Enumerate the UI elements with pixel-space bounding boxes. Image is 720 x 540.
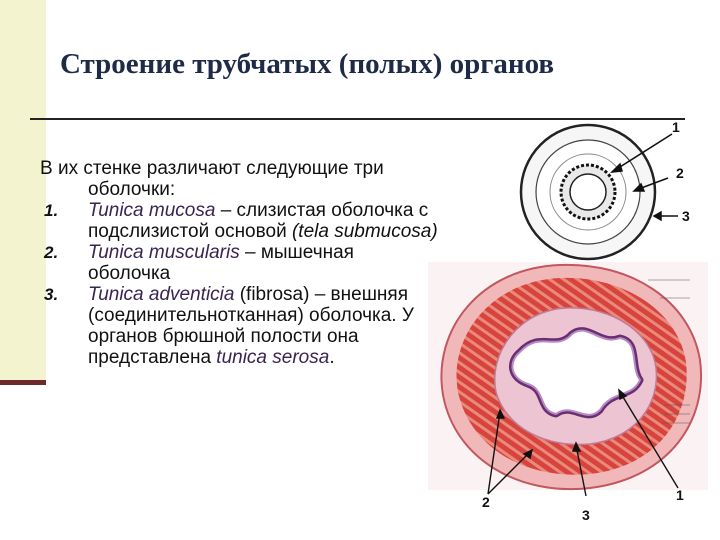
list-item: 1. Tunica mucosa – слизистая оболочка с … <box>40 200 440 242</box>
lumen <box>569 173 607 211</box>
schematic-label-1: 1 <box>672 119 680 135</box>
latin-term-2: tunica serosa <box>216 347 330 368</box>
item-number: 2. <box>44 243 59 262</box>
micrograph-label-1: 1 <box>676 487 684 503</box>
layers-list: 1. Tunica mucosa – слизистая оболочка с … <box>40 200 440 368</box>
item-text: (fibrosa) – внешняя (соединительнотканна… <box>88 284 414 368</box>
slide-title: Строение трубчатых (полых) органов <box>60 48 555 80</box>
histology-micrograph <box>428 262 708 491</box>
latin-term: Tunica adventicia <box>88 284 235 305</box>
body-text: В их стенке различают следующие три обол… <box>40 158 440 368</box>
latin-term: Tunica muscularis <box>88 242 240 263</box>
item-text: – мышечная оболочка <box>88 242 354 284</box>
schematic-label-3: 3 <box>682 208 690 224</box>
item-number: 1. <box>44 201 59 220</box>
micrograph-label-3: 3 <box>582 507 590 523</box>
latin-term: Tunica mucosa <box>88 200 216 221</box>
list-item: 2. Tunica muscularis – мышечная оболочка <box>40 242 440 284</box>
intro-text: В их стенке различают следующие три обол… <box>40 158 384 200</box>
micrograph-label-2: 2 <box>482 494 490 510</box>
item-end: . <box>329 347 335 368</box>
title-divider <box>30 118 685 120</box>
left-decor-accent <box>0 380 46 385</box>
item-text: – слизистая оболочка с подслизистой осно… <box>88 200 429 242</box>
item-number: 3. <box>44 285 59 304</box>
item-extra: (tela submucosa) <box>291 221 438 242</box>
list-item: 3. Tunica adventicia (fibrosa) – внешняя… <box>40 284 440 368</box>
schematic-label-2: 2 <box>676 165 684 181</box>
schematic-cross-section <box>519 123 657 261</box>
left-decor-bar <box>0 0 46 385</box>
micrograph-pointers <box>487 388 679 497</box>
micrograph-leader-lines <box>648 279 690 424</box>
lumen-outline <box>511 329 641 416</box>
schematic-pointers <box>609 133 678 222</box>
